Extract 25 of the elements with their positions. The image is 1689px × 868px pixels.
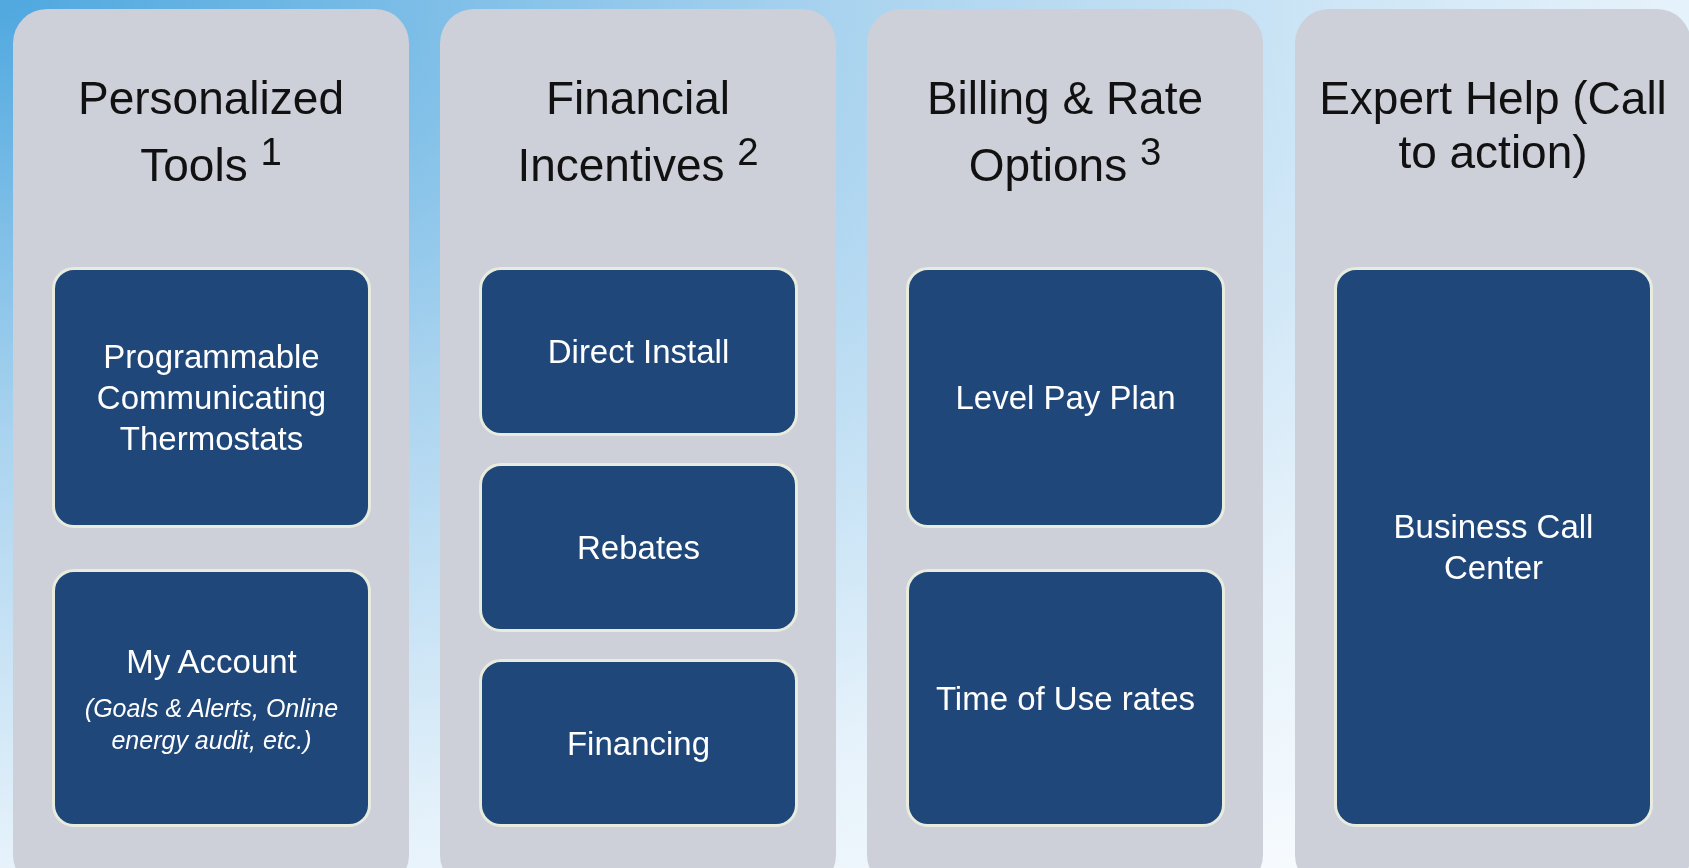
column-heading: Financial Incentives $^{2}$ (516, 71, 760, 193)
column-panel (867, 9, 1263, 868)
box-title: Direct Install (547, 332, 730, 372)
service-box (1334, 267, 1653, 827)
service-box (906, 267, 1225, 528)
service-box (479, 267, 798, 436)
box-title: My Account (126, 641, 297, 682)
box-title: Rebates (577, 528, 700, 568)
column-panel (440, 9, 836, 868)
box-title: Time of Use rates (935, 678, 1196, 719)
column-panel (1295, 9, 1689, 868)
box-title: Programmable Communicating Thermostats (95, 337, 328, 459)
service-box (906, 569, 1225, 827)
column-heading: Personalized Tools $^{1}$ (77, 71, 345, 193)
column-panel (13, 9, 409, 868)
box-title: Financing (566, 723, 711, 764)
box-title: Business Call Center (1392, 507, 1595, 588)
service-box (52, 569, 371, 827)
service-box (52, 267, 371, 528)
service-box (479, 463, 798, 632)
column-heading: Billing & Rate Options $^{3}$ (925, 71, 1205, 193)
column-heading: Expert Help (Call to action) (1318, 71, 1668, 179)
box-note: (Goals & Alerts, Online energy audit, etc.) (83, 692, 340, 756)
service-box (479, 659, 798, 827)
box-title: Level Pay Plan (955, 378, 1176, 418)
